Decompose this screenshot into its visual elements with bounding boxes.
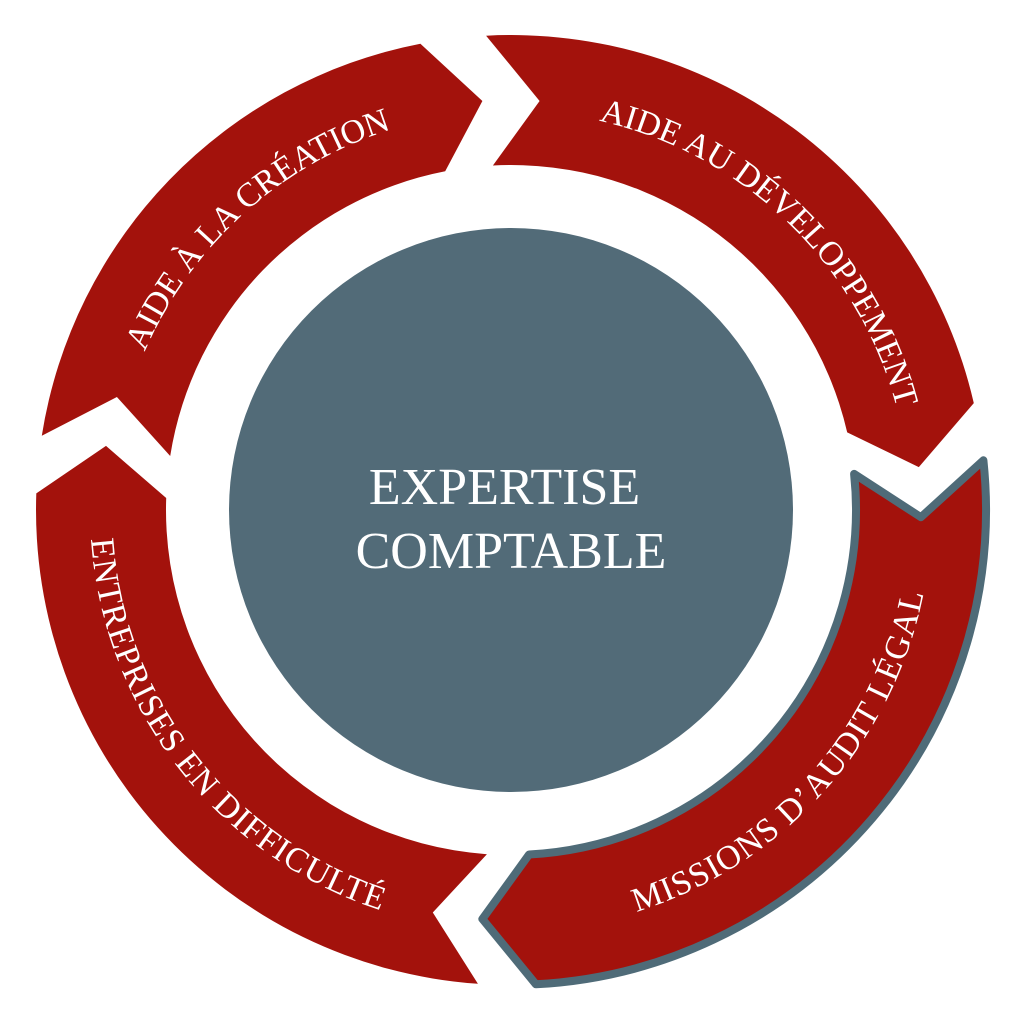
segment-arrow-entreprises-en-difficulte xyxy=(36,445,487,984)
center-label: EXPERTISE COMPTABLE xyxy=(356,459,667,580)
center-circle xyxy=(229,228,793,792)
center-label-line1: EXPERTISE xyxy=(369,459,640,516)
segment-arrow-aide-a-la-creation xyxy=(41,43,483,456)
segment-arrow-aide-au-developpement xyxy=(486,35,974,468)
segment-arrow-missions-audit-legal xyxy=(478,456,990,989)
center-label-line2: COMPTABLE xyxy=(356,523,667,580)
